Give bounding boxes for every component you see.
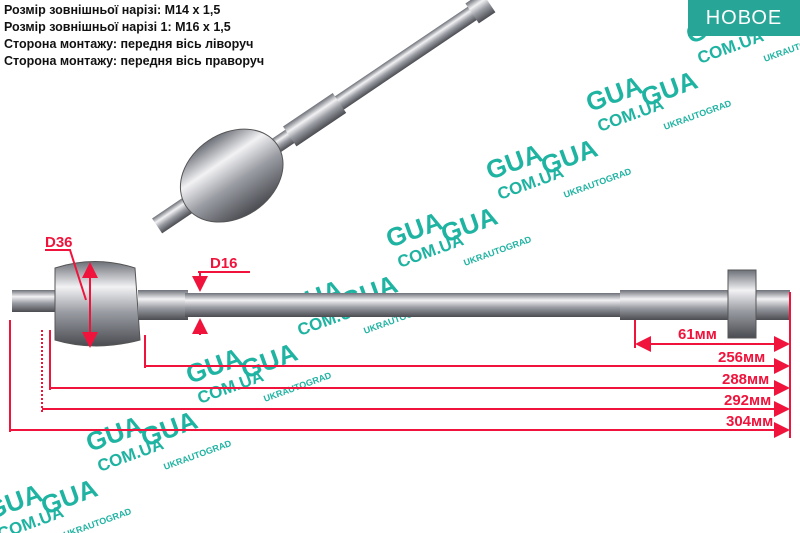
spec-line: Сторона монтажу: передня вісь ліворуч — [4, 37, 254, 51]
spec-line: Розмір зовнішньої нарізі 1: M16 x 1,5 — [4, 20, 231, 34]
thread-length-label: 61мм — [678, 326, 717, 343]
tie-rod-bottom — [12, 261, 790, 347]
new-badge: НОВОЕ — [688, 0, 800, 36]
length-256-label: 256мм — [718, 349, 765, 366]
length-288-label: 288мм — [722, 371, 769, 388]
spec-list: Розмір зовнішньої нарізі: M14 x 1,5 Розм… — [4, 2, 264, 70]
diameter-16-label: D16 — [210, 255, 238, 272]
tie-rod-top — [152, 0, 496, 234]
length-292-label: 292мм — [724, 392, 771, 409]
diameter-36-label: D36 — [45, 234, 73, 251]
spec-line: Сторона монтажу: передня вісь праворуч — [4, 54, 265, 68]
length-304-label: 304мм — [726, 413, 773, 430]
dimension-lines — [9, 249, 791, 438]
spec-line: Розмір зовнішньої нарізі: M14 x 1,5 — [4, 3, 221, 17]
